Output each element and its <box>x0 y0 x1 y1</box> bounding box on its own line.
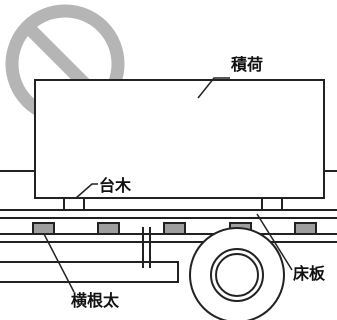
support-block <box>261 197 283 211</box>
crossbeam-leader <box>43 233 75 293</box>
block-leader <box>75 183 98 199</box>
floor-label: 床板 <box>293 264 326 283</box>
cargo-label: 積荷 <box>230 55 263 74</box>
support-blocks <box>63 197 283 211</box>
block-label: 台木 <box>99 176 132 195</box>
cross-beams <box>32 222 317 235</box>
cross-beam <box>97 222 120 235</box>
cargo-leader <box>197 77 230 99</box>
crossbeam-label: 横根太 <box>71 291 120 310</box>
floor-leader <box>256 213 293 271</box>
cross-beam <box>294 222 317 235</box>
cross-beam <box>32 222 55 235</box>
support-block <box>63 197 85 211</box>
leader-lines <box>43 77 293 293</box>
cargo-box <box>34 79 325 199</box>
wheel <box>189 227 285 320</box>
cross-beam <box>163 222 186 235</box>
